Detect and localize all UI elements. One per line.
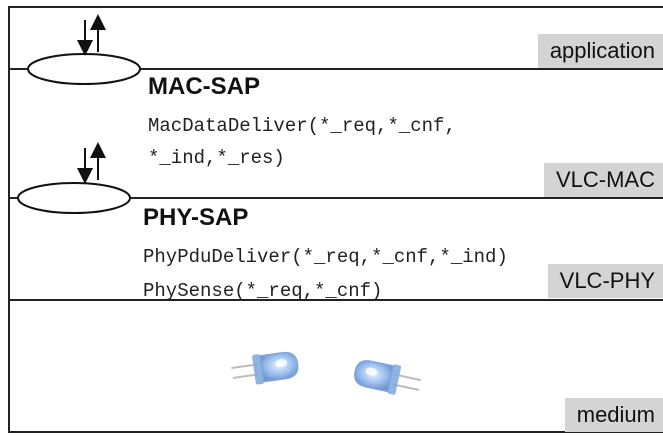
layer-label-medium: medium: [564, 398, 663, 432]
mac-sap-ellipse-icon: [27, 53, 141, 85]
layer-label-vlc-mac: VLC-MAC: [543, 163, 663, 197]
mac-sap-primitives-line1: MacDataDeliver(*_req,*_cnf,: [148, 115, 456, 137]
phy-sap-ellipse-icon: [17, 182, 131, 214]
mac-sap-title: MAC-SAP: [148, 73, 260, 100]
led-icon: [354, 360, 422, 395]
phy-sap-primitives-line1: PhyPduDeliver(*_req,*_cnf,*_ind): [143, 246, 508, 268]
stack-frame: [8, 6, 663, 433]
up-down-arrows-icon: [77, 14, 106, 56]
boundary-phy-medium: [8, 299, 663, 301]
phy-sap-primitives-line2: PhySense(*_req,*_cnf): [143, 280, 383, 302]
layer-label-vlc-phy: VLC-PHY: [547, 264, 663, 298]
layer-label-application: application: [537, 34, 663, 68]
boundary-app-mac: [8, 68, 663, 70]
phy-sap-title: PHY-SAP: [143, 204, 249, 231]
boundary-mac-phy: [8, 197, 663, 199]
up-down-arrows-icon: [77, 142, 106, 184]
mac-sap-primitives-line2: *_ind,*_res): [148, 147, 285, 169]
led-icon: [231, 351, 299, 385]
